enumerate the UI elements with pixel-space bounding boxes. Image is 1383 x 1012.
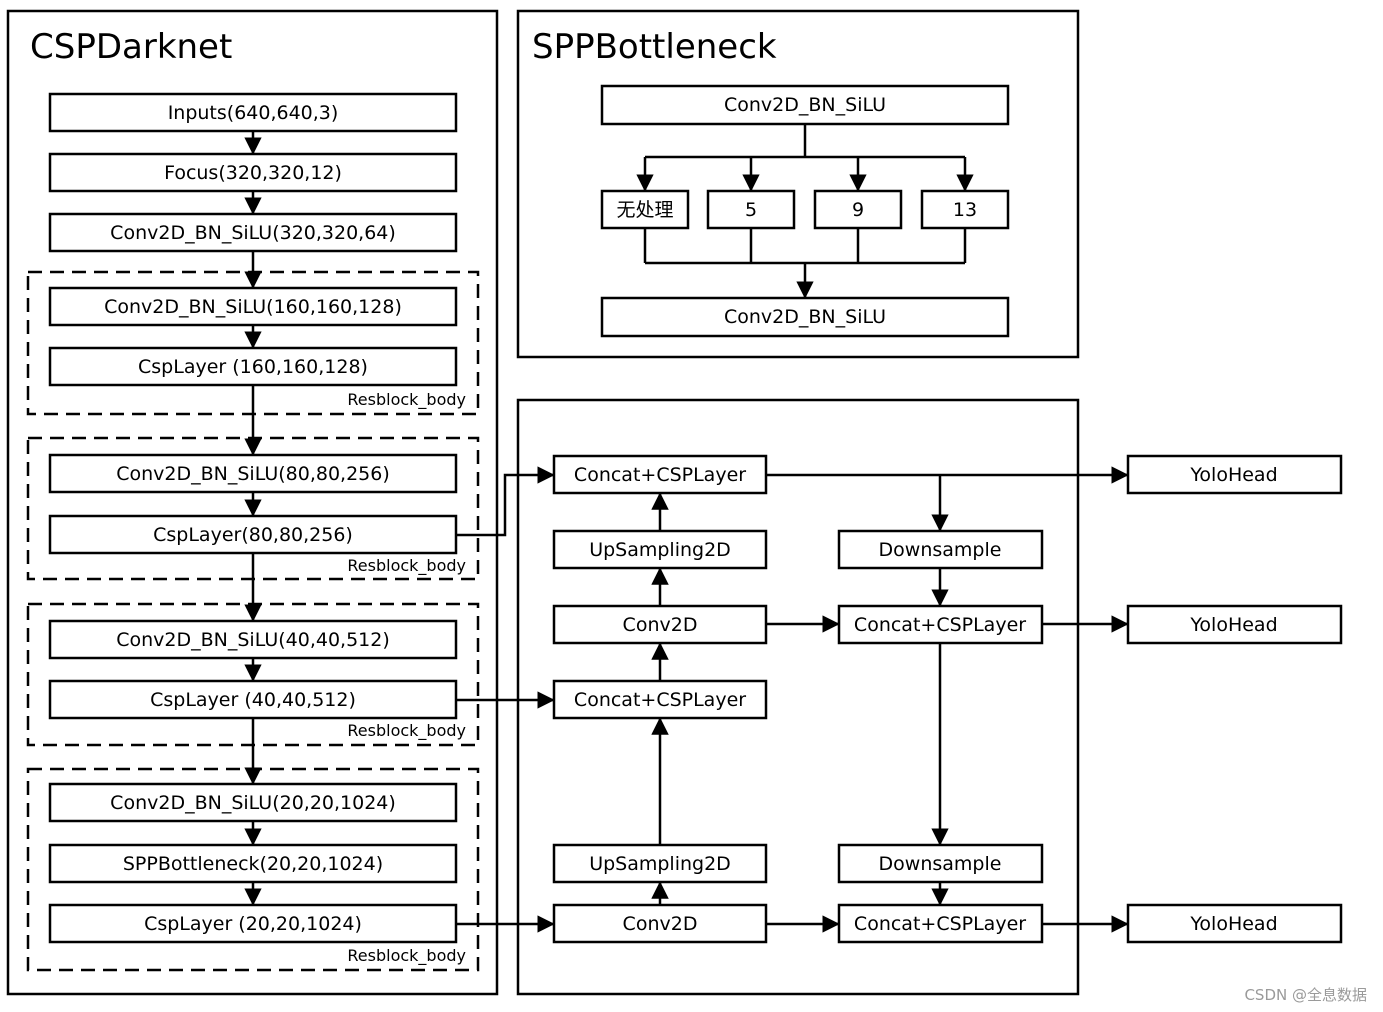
pan-concat-bottom-right-label: Concat+CSPLayer (854, 913, 1026, 935)
spp-branch-none-node: 无处理 (600, 189, 690, 230)
spp-branch-none-label: 无处理 (616, 199, 673, 221)
block2-conv-node: Conv2D_BN_SiLU(80,80,256) (48, 453, 458, 494)
conv-stem-label: Conv2D_BN_SiLU(320,320,64) (110, 222, 396, 244)
block3-conv-label: Conv2D_BN_SiLU(40,40,512) (116, 629, 390, 651)
block2-csp-label: CspLayer(80,80,256) (153, 524, 353, 546)
pan-downsample-top-label: Downsample (879, 539, 1002, 561)
fpn-concat-mid-left-node: Concat+CSPLayer (552, 679, 768, 720)
spp-branch-13-label: 13 (953, 199, 977, 221)
block3-conv-node: Conv2D_BN_SiLU(40,40,512) (48, 619, 458, 660)
fpn-conv-mid-label: Conv2D (623, 614, 698, 636)
spp-top-conv-node: Conv2D_BN_SiLU (600, 84, 1010, 126)
block4-csp-label: CspLayer (20,20,1024) (144, 913, 362, 935)
csp-darknet-title: CSPDarknet (30, 27, 232, 67)
block1-conv-node: Conv2D_BN_SiLU(160,160,128) (48, 286, 458, 327)
block4-csp-node: CspLayer (20,20,1024) (48, 903, 458, 944)
fpn-concat-top-label: Concat+CSPLayer (574, 464, 746, 486)
yolohead-2-node: YoloHead (1126, 604, 1343, 645)
block1-csp-node: CspLayer (160,160,128) (48, 346, 458, 387)
fpn-concat-mid-left-label: Concat+CSPLayer (574, 689, 746, 711)
spp-branch-5-node: 5 (706, 189, 796, 230)
focus-node: Focus(320,320,12) (48, 152, 458, 193)
resblock-label-4: Resblock_body (347, 946, 466, 966)
pan-concat-bottom-right-node: Concat+CSPLayer (837, 903, 1044, 944)
conv-stem-node: Conv2D_BN_SiLU(320,320,64) (48, 212, 458, 253)
spp-branch-9-node: 9 (813, 189, 903, 230)
fpn-upsample-top-label: UpSampling2D (589, 539, 731, 561)
fpn-conv-bottom-label: Conv2D (623, 913, 698, 935)
spp-bottom-conv-node: Conv2D_BN_SiLU (600, 296, 1010, 338)
block3-csp-label: CspLayer (40,40,512) (150, 689, 356, 711)
yolohead-2-label: YoloHead (1189, 614, 1277, 636)
neck-arrows (456, 466, 1129, 933)
pan-concat-mid-right-label: Concat+CSPLayer (854, 614, 1026, 636)
block1-conv-label: Conv2D_BN_SiLU(160,160,128) (104, 296, 402, 318)
csp-darknet-panel (6, 9, 499, 996)
block2-conv-label: Conv2D_BN_SiLU(80,80,256) (116, 463, 390, 485)
resblock-label-1: Resblock_body (347, 390, 466, 410)
spp-branch-5-label: 5 (745, 199, 757, 221)
block4-spp-label: SPPBottleneck(20,20,1024) (123, 853, 383, 875)
fpn-conv-bottom-node: Conv2D (552, 903, 768, 944)
pan-downsample-bottom-label: Downsample (879, 853, 1002, 875)
fpn-conv-mid-node: Conv2D (552, 604, 768, 645)
focus-label: Focus(320,320,12) (164, 162, 342, 184)
spp-top-conv-label: Conv2D_BN_SiLU (724, 94, 886, 116)
fpn-upsample-top-node: UpSampling2D (552, 529, 768, 570)
spp-bottleneck-panel (516, 9, 1080, 359)
pan-concat-mid-right-node: Concat+CSPLayer (837, 604, 1044, 645)
block4-conv-label: Conv2D_BN_SiLU(20,20,1024) (110, 792, 396, 814)
spp-connectors (636, 124, 974, 299)
spp-bottleneck-title: SPPBottleneck (532, 27, 777, 67)
spp-branch-13-node: 13 (920, 189, 1010, 230)
yolohead-3-label: YoloHead (1189, 913, 1277, 935)
block4-conv-node: Conv2D_BN_SiLU(20,20,1024) (48, 782, 458, 823)
spp-bottom-conv-label: Conv2D_BN_SiLU (724, 306, 886, 328)
fpn-concat-top-node: Concat+CSPLayer (552, 454, 768, 495)
block4-spp-node: SPPBottleneck(20,20,1024) (48, 843, 458, 884)
yolohead-1-node: YoloHead (1126, 454, 1343, 495)
pan-downsample-bottom-node: Downsample (837, 843, 1044, 884)
block1-csp-label: CspLayer (160,160,128) (138, 356, 368, 378)
resblock-label-2: Resblock_body (347, 556, 466, 576)
resblock-label-3: Resblock_body (347, 721, 466, 741)
block3-csp-node: CspLayer (40,40,512) (48, 679, 458, 720)
pan-downsample-top-node: Downsample (837, 529, 1044, 570)
spp-branch-9-label: 9 (852, 199, 864, 221)
fpn-upsample-bottom-node: UpSampling2D (552, 843, 768, 884)
block2-csp-node: CspLayer(80,80,256) (48, 514, 458, 555)
csdn-watermark: CSDN @全息数据 (1244, 986, 1367, 1004)
inputs-node: Inputs(640,640,3) (48, 92, 458, 133)
inputs-label: Inputs(640,640,3) (168, 102, 339, 124)
fpn-panel (516, 398, 1080, 996)
yolohead-1-label: YoloHead (1189, 464, 1277, 486)
fpn-upsample-bottom-label: UpSampling2D (589, 853, 731, 875)
yolohead-3-node: YoloHead (1126, 903, 1343, 944)
